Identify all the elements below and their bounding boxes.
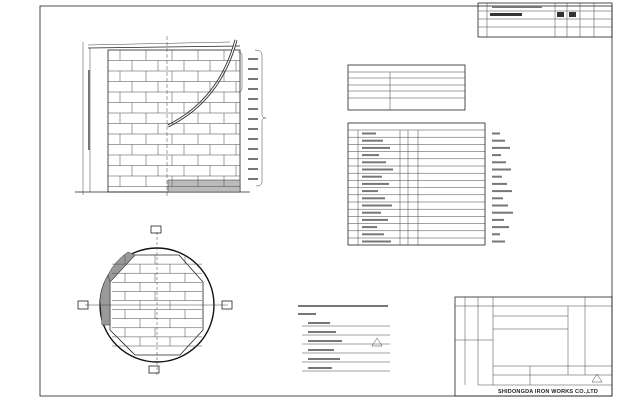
- nozzle-note-text: [492, 146, 510, 149]
- course-label: [248, 108, 258, 110]
- nozzle-table-cell-text: [362, 218, 388, 221]
- nozzle-note-text: [492, 168, 511, 171]
- nozzle-table-cell-text: [362, 161, 386, 164]
- course-label: [248, 138, 258, 140]
- nozzle-note-text: [492, 175, 502, 178]
- nozzle-table-cell-text: [362, 204, 392, 207]
- nozzle-note-text: [492, 154, 501, 157]
- course-label: [248, 128, 258, 130]
- nozzle-table-cell-text: [362, 182, 389, 185]
- course-label: [248, 158, 258, 160]
- course-label: [248, 88, 258, 90]
- nozzle-note-text: [492, 197, 503, 200]
- course-label: [248, 78, 258, 80]
- nozzle-table-cell-text: [362, 226, 377, 229]
- nozzle-note-text: [492, 182, 507, 185]
- legend-notes: [298, 305, 390, 372]
- nozzle-note-text: [492, 204, 508, 207]
- course-label: [248, 68, 258, 70]
- nozzle-note-text: [492, 226, 509, 229]
- legend-text: [308, 358, 340, 360]
- revision-block: [477, 2, 613, 38]
- nozzle-table-cell-text: [362, 146, 390, 149]
- legend-text: [308, 331, 336, 333]
- legend-text: [308, 322, 330, 324]
- course-label: [248, 118, 258, 120]
- nozzle-table-cell-text: [362, 175, 382, 178]
- nozzle-note-text: [492, 233, 500, 236]
- nozzle-table-cell-text: [362, 211, 381, 214]
- nozzle-table-cell-text: [362, 139, 383, 142]
- nozzle-table-cell-text: [362, 154, 379, 157]
- legend-text: [308, 349, 334, 351]
- course-label: [248, 58, 258, 60]
- nozzle-table: [347, 122, 513, 246]
- nozzle-table-cell-text: [362, 240, 391, 243]
- legend-text: [308, 367, 332, 369]
- drawing-frame: [39, 5, 613, 397]
- nozzle-note-text: [492, 218, 504, 221]
- nozzle-table-cell-text: [362, 168, 393, 171]
- nozzle-table-cell-text: [362, 132, 376, 135]
- nozzle-note-text: [492, 139, 505, 142]
- nozzle-table-cell-text: [362, 233, 384, 236]
- company-name: SHIDONGDA IRON WORKS CO.,LTD: [498, 389, 598, 395]
- course-label: [248, 178, 258, 180]
- nozzle-note-text: [492, 211, 513, 214]
- nozzle-note-text: [492, 240, 505, 243]
- course-label: [248, 168, 258, 170]
- nozzle-note-text: [492, 161, 506, 164]
- nozzle-note-text: [492, 190, 512, 193]
- course-label: [248, 148, 258, 150]
- course-label: [248, 98, 258, 100]
- nozzle-table-cell-text: [362, 197, 385, 200]
- title-block: SHIDONGDA IRON WORKS CO.,LTD: [454, 296, 613, 397]
- tank-plan-view: [77, 225, 233, 375]
- spec-table: [347, 64, 466, 111]
- nozzle-table-cell-text: [362, 190, 378, 193]
- legend-text: [308, 340, 342, 342]
- nozzle-note-text: [492, 132, 500, 135]
- tank-elevation-view: [75, 36, 267, 198]
